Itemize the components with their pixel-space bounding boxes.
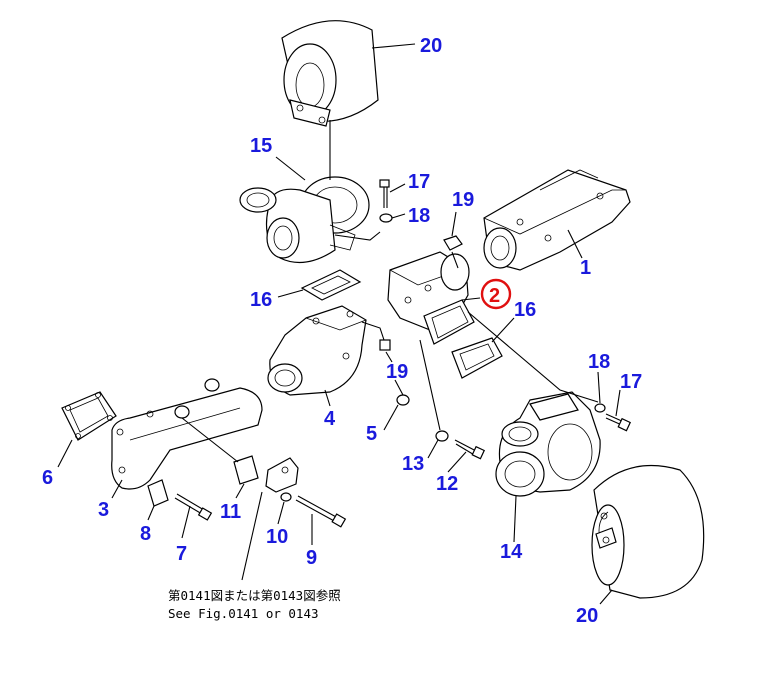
callout-19-left: 19 — [386, 361, 408, 383]
washer-bottom[interactable] — [594, 403, 606, 413]
leader-line — [391, 213, 406, 219]
exhaust-pipe-2[interactable] — [387, 251, 475, 345]
leader-line — [324, 389, 331, 407]
leader-line — [513, 495, 517, 543]
callout-15: 15 — [250, 135, 272, 157]
callout-2-highlight[interactable]: 2 — [480, 278, 512, 310]
callout-18-top: 18 — [408, 205, 430, 227]
washer-10[interactable] — [280, 492, 292, 502]
leader-line — [385, 351, 393, 363]
leader-line — [467, 311, 599, 403]
spacer-8[interactable] — [147, 479, 169, 507]
washer-13[interactable] — [435, 430, 449, 442]
leader-line — [361, 321, 385, 341]
leader-line — [615, 389, 621, 417]
leader-line — [597, 371, 601, 404]
leader-line — [389, 183, 406, 193]
callout-16-right: 16 — [514, 299, 536, 321]
bolt-bottom[interactable] — [605, 413, 632, 432]
leader-line — [277, 289, 304, 298]
callout-7: 7 — [176, 543, 187, 565]
leader-line — [181, 417, 239, 463]
nut-left[interactable] — [379, 339, 391, 351]
leader-line — [275, 156, 306, 181]
leader-line — [57, 439, 73, 468]
turbocharger-bottom[interactable] — [495, 391, 601, 497]
callout-13: 13 — [402, 453, 424, 475]
bolt-9[interactable] — [295, 495, 347, 528]
callout-14: 14 — [500, 541, 523, 563]
bolt-7[interactable] — [174, 493, 213, 521]
turbocharger-top[interactable] — [239, 176, 370, 264]
callout-11: 11 — [220, 501, 241, 523]
leader-line — [427, 439, 439, 459]
callout-6: 6 — [42, 467, 53, 489]
bolt-5[interactable] — [396, 394, 410, 406]
reference-note-jp: 第0141図または第0143図参照 — [168, 588, 341, 603]
leader-line — [419, 339, 441, 431]
leader-line — [383, 404, 399, 431]
leader-line — [235, 483, 245, 499]
leader-line — [147, 505, 155, 521]
reference-note-en: See Fig.0141 or 0143 — [168, 606, 319, 621]
gasket-6[interactable] — [61, 391, 117, 441]
bracket-10[interactable] — [265, 457, 299, 493]
callout-8: 8 — [140, 523, 151, 545]
nut-right[interactable] — [443, 235, 463, 251]
leader-line — [334, 231, 381, 241]
leader-line — [451, 211, 457, 237]
leader-line — [491, 317, 515, 343]
callout-19-right: 19 — [452, 189, 474, 211]
callout-10: 10 — [266, 526, 288, 548]
exhaust-manifold[interactable] — [111, 378, 263, 490]
gasket-right[interactable] — [451, 337, 503, 379]
leader-line — [599, 589, 613, 605]
callout-4: 4 — [324, 408, 336, 430]
callout-17-top: 17 — [408, 171, 430, 193]
bolt-top[interactable] — [379, 179, 390, 208]
spacer-11[interactable] — [233, 455, 259, 485]
callout-17-bottom: 17 — [620, 371, 642, 393]
gasket-top[interactable] — [300, 269, 362, 301]
callout-1: 1 — [580, 257, 591, 279]
callout-18-bottom: 18 — [588, 351, 610, 373]
callout-12: 12 — [436, 473, 458, 495]
callout-5: 5 — [366, 423, 377, 445]
callout-16-left: 16 — [250, 289, 272, 311]
washer-top[interactable] — [379, 213, 393, 223]
callout-20-top: 20 — [420, 35, 442, 57]
elbow-4[interactable] — [267, 305, 367, 396]
leader-line — [447, 451, 467, 473]
callout-20-bottom: 20 — [576, 605, 598, 627]
leader-line — [241, 491, 263, 581]
leader-line — [181, 505, 191, 539]
leader-line — [371, 43, 416, 49]
leader-line — [394, 379, 404, 396]
leader-line — [111, 479, 123, 499]
leader-line — [451, 251, 459, 269]
bolt-12[interactable] — [454, 439, 486, 460]
leader-line — [461, 297, 481, 301]
callout-2: 2 — [489, 285, 500, 307]
leader-line — [567, 229, 583, 259]
heat-shield-bottom[interactable] — [591, 464, 705, 599]
callout-3: 3 — [98, 499, 109, 521]
bracket-1[interactable] — [483, 169, 631, 271]
leader-line — [277, 501, 285, 525]
callout-9: 9 — [306, 547, 317, 569]
heat-shield-top[interactable] — [281, 20, 379, 127]
